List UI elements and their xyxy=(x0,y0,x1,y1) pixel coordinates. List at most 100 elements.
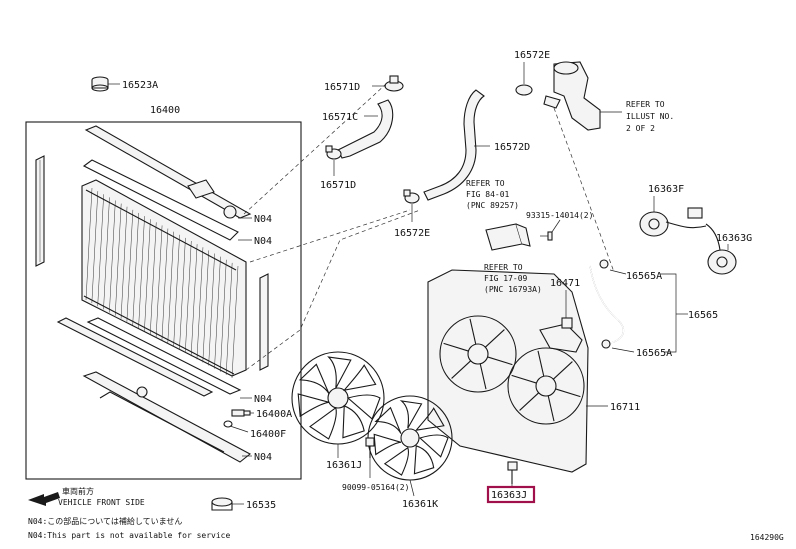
label-16535[interactable]: 16535 xyxy=(246,500,276,511)
lower-seal[interactable] xyxy=(56,317,242,397)
upper-tank[interactable] xyxy=(82,125,252,241)
radiator-fin xyxy=(103,197,110,310)
label-16572E-bottom[interactable]: 16572E xyxy=(394,228,430,239)
shroud-spoke xyxy=(469,318,477,345)
fan-control-unit[interactable] xyxy=(485,223,531,251)
cooling-fan-right[interactable] xyxy=(367,395,453,481)
label-16572E-top[interactable]: 16572E xyxy=(514,50,550,61)
hose-clamp-left[interactable] xyxy=(325,145,342,160)
label-90099[interactable]: 90099-05164(2) xyxy=(342,483,409,492)
label-N04-2[interactable]: N04 xyxy=(254,236,272,247)
label-16565A-bottom[interactable]: 16565A xyxy=(636,348,672,359)
radiator-fin xyxy=(185,241,192,354)
radiator-cap[interactable] xyxy=(91,76,109,92)
right-side-seal[interactable] xyxy=(259,273,269,371)
label-16361K[interactable]: 16361K xyxy=(402,499,438,510)
label-16400F[interactable]: 16400F xyxy=(250,429,286,440)
label-16571D-top[interactable]: 16571D xyxy=(324,82,360,93)
hose-clamp-inlet[interactable] xyxy=(515,84,533,96)
label-16471[interactable]: 16471 xyxy=(550,278,580,289)
radiator-fin xyxy=(132,212,139,325)
legend-note-en: N04:This part is not available for servi… xyxy=(28,531,230,540)
ref-illust-line3: 2 OF 2 xyxy=(626,124,655,133)
fan-blade xyxy=(413,445,435,475)
radiator-fin xyxy=(126,209,134,322)
ref-fig17-line1: REFER TO xyxy=(484,263,523,272)
label-N04-4[interactable]: N04 xyxy=(254,452,272,463)
legend-vehicle-front-jp: 車両前方 xyxy=(62,486,94,496)
ref-fig84-line3: (PNC 89257) xyxy=(466,201,519,210)
fan-blade xyxy=(418,434,449,458)
hose-clamp-top[interactable] xyxy=(384,75,404,92)
radiator-fin xyxy=(196,247,204,360)
fan-blade xyxy=(309,406,337,440)
ref-illust-line2: ILLUST NO. xyxy=(626,112,674,121)
radiator-fin xyxy=(161,228,169,341)
shroud-spoke xyxy=(487,356,513,366)
label-16363F[interactable]: 16363F xyxy=(648,184,684,195)
radiator-fin xyxy=(173,234,180,347)
shroud-spoke xyxy=(443,342,469,352)
radiator-core[interactable] xyxy=(81,179,247,379)
lower-tank[interactable] xyxy=(82,371,251,463)
radiator-fin xyxy=(220,259,227,372)
bolt-93315[interactable] xyxy=(547,231,553,241)
shroud-spoke xyxy=(547,395,555,422)
radiator-fin xyxy=(138,216,145,329)
fan-motor-left[interactable] xyxy=(705,223,737,275)
label-16711[interactable]: 16711 xyxy=(610,402,640,413)
label-16523A[interactable]: 16523A xyxy=(122,80,158,91)
fan-blade xyxy=(374,406,402,434)
shroud-spoke xyxy=(451,360,472,379)
radiator-fin xyxy=(190,244,198,357)
connector-16471[interactable] xyxy=(561,317,573,329)
radiator-fin xyxy=(97,194,104,307)
ref-fig17-line2: FIG 17-09 xyxy=(484,274,528,283)
radiator-fin xyxy=(179,237,186,350)
fan-motor-right[interactable] xyxy=(639,207,707,237)
label-16572D[interactable]: 16572D xyxy=(494,142,530,153)
shroud-spoke xyxy=(552,361,573,380)
radiator-fin xyxy=(208,253,215,366)
drain-oring[interactable] xyxy=(223,420,233,428)
bolt-16363J[interactable] xyxy=(507,461,518,484)
coolant-pipe[interactable] xyxy=(589,259,625,349)
screw-90099[interactable] xyxy=(365,437,375,458)
radiator-fin xyxy=(91,191,99,304)
fan-blade xyxy=(298,363,330,394)
label-16400A[interactable]: 16400A xyxy=(256,409,292,420)
label-16565A-top[interactable]: 16565A xyxy=(626,271,662,282)
radiator-fin xyxy=(144,219,151,332)
drain-cock[interactable] xyxy=(231,409,251,417)
label-16363J[interactable]: 16363J xyxy=(491,490,527,501)
fan-blade xyxy=(373,433,402,456)
hose-clamp-bottom[interactable] xyxy=(403,189,420,204)
lower-radiator-hose[interactable] xyxy=(423,89,485,201)
radiator-fin xyxy=(109,200,116,313)
label-93315[interactable]: 93315-14014(2) xyxy=(526,211,593,220)
label-16361J[interactable]: 16361J xyxy=(326,460,362,471)
label-16571C[interactable]: 16571C xyxy=(322,112,358,123)
fan-blade xyxy=(342,364,377,392)
radiator-fin xyxy=(202,250,210,363)
label-N04-3[interactable]: N04 xyxy=(254,394,272,405)
upper-radiator-hose[interactable] xyxy=(337,99,394,159)
label-16565[interactable]: 16565 xyxy=(688,310,718,321)
water-outlet-housing[interactable] xyxy=(543,61,601,131)
radiator-fin xyxy=(231,265,239,379)
label-16400[interactable]: 16400 xyxy=(150,105,180,116)
label-16363G[interactable]: 16363G xyxy=(716,233,752,244)
radiator-fin xyxy=(214,256,221,369)
label-16571D-bottom[interactable]: 16571D xyxy=(320,180,356,191)
left-side-seal[interactable] xyxy=(35,155,45,267)
fan-blade xyxy=(327,356,352,389)
radiator-group-frame xyxy=(25,121,302,480)
diagram-id: 164290G xyxy=(750,533,784,542)
radiator-cushion[interactable] xyxy=(211,497,233,511)
cooling-fan-left[interactable] xyxy=(291,351,385,445)
fan-shroud[interactable] xyxy=(427,269,589,473)
label-N04-1[interactable]: N04 xyxy=(254,214,272,225)
ref-fig84-line1: REFER TO xyxy=(466,179,505,188)
fan-blade xyxy=(342,405,365,439)
